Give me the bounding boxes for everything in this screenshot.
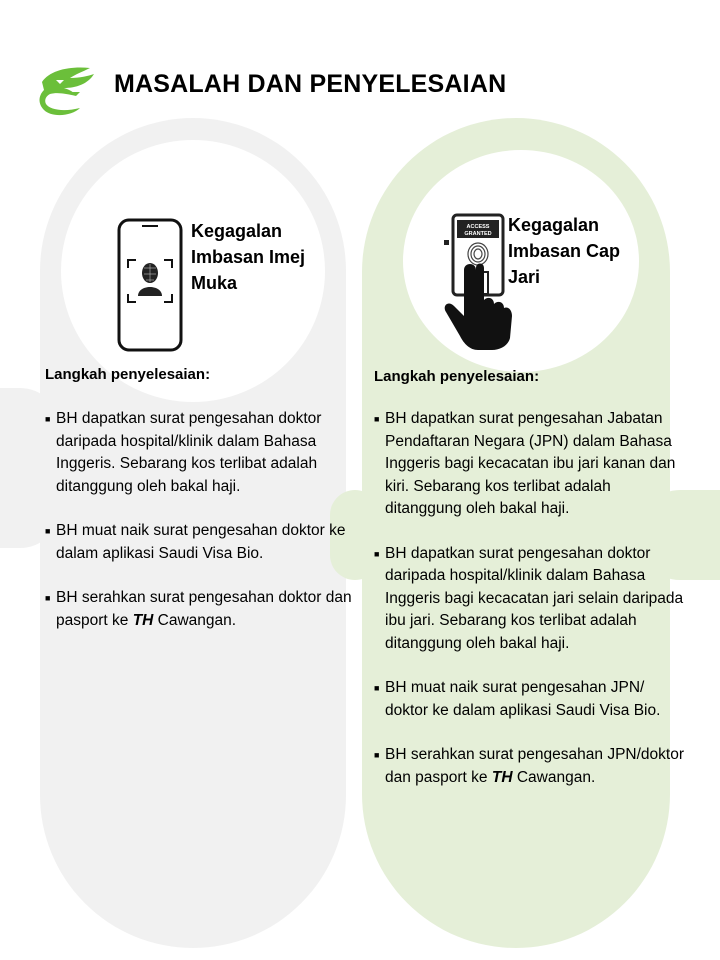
right-card-title-line: Imbasan Cap: [508, 241, 621, 261]
th-label: TH: [491, 768, 513, 786]
scanner-text-line-1: ACCESS: [467, 224, 490, 230]
bullet-icon: ■: [374, 750, 380, 760]
bullet-icon: ■: [374, 683, 380, 693]
bullet-icon: ■: [374, 414, 380, 424]
left-card-title: Kegagalan Imbasan Imej Muka: [191, 218, 331, 296]
right-solution-heading: Langkah penyelesaian:: [374, 368, 540, 385]
step-text: BH dapatkan surat pengesahan doktor dari…: [56, 410, 322, 495]
th-logo-icon: [39, 67, 94, 116]
face-scan-phone-icon: [117, 218, 183, 352]
scanner-text-line-2: GRANTED: [464, 231, 491, 237]
step-text: BH muat naik surat pengesahan doktor ke …: [56, 522, 346, 562]
step-suffix: Cawangan.: [153, 611, 237, 629]
step-text: BH muat naik surat pengesahan JPN/ dokto…: [385, 679, 661, 719]
list-item: ■ BH serahkan surat pengesahan JPN/doktor…: [374, 744, 684, 789]
step-suffix: Cawangan.: [512, 768, 596, 786]
step-text: BH dapatkan surat pengesahan doktor dari…: [385, 544, 684, 652]
right-panel-notch: [640, 490, 720, 580]
left-solution-heading: Langkah penyelesaian:: [45, 366, 211, 383]
left-card-title-line: Muka: [191, 273, 238, 293]
right-card-title-line: Jari: [508, 267, 541, 287]
right-steps-list: ■ BH dapatkan surat pengesahan Jabatan Pe…: [374, 408, 684, 811]
bullet-icon: ■: [45, 526, 51, 536]
step-text: BH serahkan surat pengesahan JPN/doktor …: [385, 746, 684, 786]
list-item: ■ BH muat naik surat pengesahan JPN/ dokt…: [374, 677, 684, 722]
list-item: ■ BH muat naik surat pengesahan doktor ke…: [45, 520, 355, 565]
left-card-title-line: Imbasan Imej: [191, 247, 306, 267]
left-card-title-line: Kegagalan: [191, 221, 283, 241]
left-steps-list: ■ BH dapatkan surat pengesahan doktor dar…: [45, 408, 355, 654]
fingerprint-scanner-icon: ACCESS GRANTED: [444, 213, 512, 350]
list-item: ■ BH serahkan surat pengesahan doktor dan…: [45, 587, 355, 632]
step-text: BH dapatkan surat pengesahan Jabatan Pen…: [385, 410, 676, 517]
right-icon-circle: [403, 150, 639, 372]
right-card-title: Kegagalan Imbasan Cap Jari: [508, 212, 638, 290]
bullet-icon: ■: [45, 414, 51, 424]
bullet-icon: ■: [374, 548, 380, 559]
step-text: BH serahkan surat pengesahan doktor dan …: [56, 589, 352, 629]
th-label: TH: [132, 611, 154, 629]
list-item: ■ BH dapatkan surat pengesahan Jabatan Pe…: [374, 408, 684, 521]
bullet-icon: ■: [45, 593, 51, 603]
left-icon-circle: [61, 140, 325, 402]
middle-panel-notch: [330, 490, 380, 580]
right-card-title-line: Kegagalan: [508, 215, 600, 235]
page-title: MASALAH DAN PENYELESAIAN: [114, 70, 507, 98]
list-item: ■ BH dapatkan surat pengesahan doktor dar…: [45, 408, 355, 498]
list-item: ■ BH dapatkan surat pengesahan doktor dar…: [374, 543, 684, 656]
